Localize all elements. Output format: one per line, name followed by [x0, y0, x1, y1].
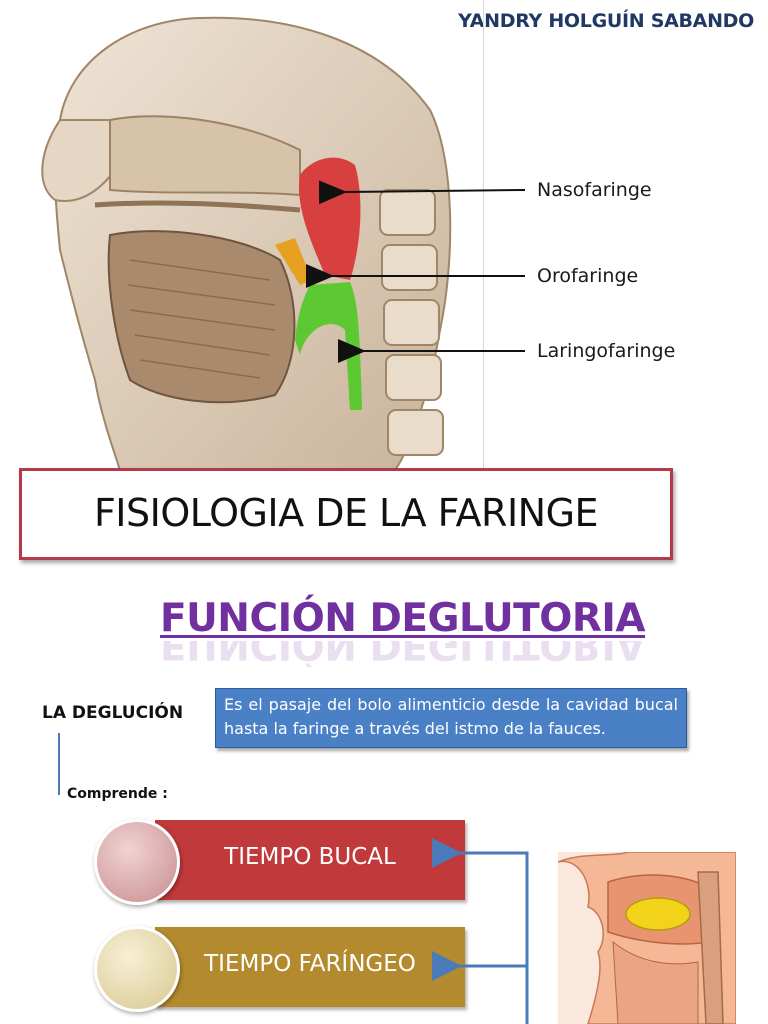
- swallowing-illustration: [558, 852, 736, 1024]
